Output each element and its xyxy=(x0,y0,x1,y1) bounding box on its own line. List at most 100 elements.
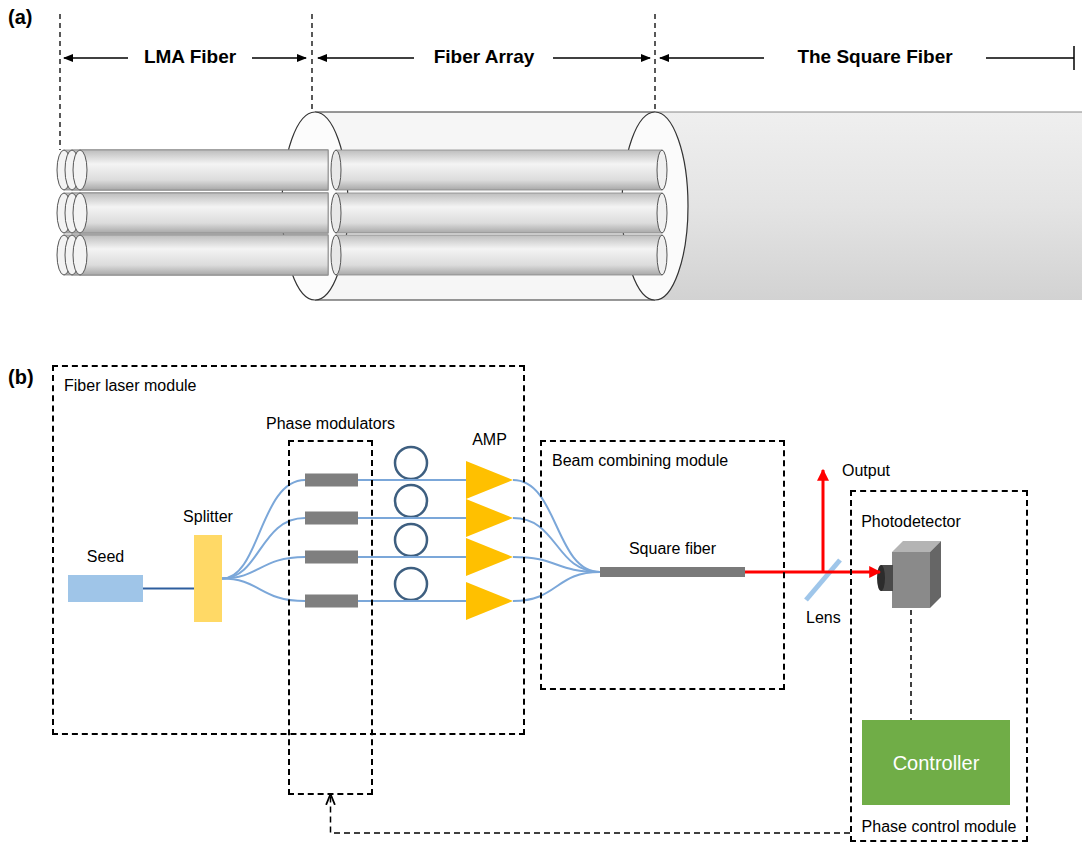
node-label: Beam combining module xyxy=(552,452,728,470)
drawing-polygon xyxy=(466,538,513,576)
module-box: Phase control module PhotodetectorControl… xyxy=(850,490,1028,842)
drawing-circle xyxy=(395,485,427,517)
square-fiber: Square fiber xyxy=(600,567,745,577)
connector-line xyxy=(358,600,466,602)
drawing-line xyxy=(252,57,306,59)
drawing-line xyxy=(986,57,1074,59)
drawing-rect xyxy=(64,235,328,275)
photodetector: Photodetector xyxy=(880,540,942,610)
node-label: Controller xyxy=(893,751,980,774)
connector-line xyxy=(222,579,305,602)
splitter-block: Splitter xyxy=(194,535,222,622)
connector-line xyxy=(358,517,466,519)
drawing-ellipse xyxy=(657,193,667,233)
section-label: LMA Fiber xyxy=(144,46,236,68)
connector-line xyxy=(513,480,600,572)
module-box: Beam combining moduleSquare fiber xyxy=(540,440,785,690)
drawing-rect xyxy=(72,150,328,190)
connector-line xyxy=(358,556,466,558)
node-label: Splitter xyxy=(183,508,233,526)
connector xyxy=(513,480,600,601)
drawing-line xyxy=(318,57,414,59)
connector xyxy=(143,588,194,589)
connector xyxy=(222,480,305,601)
node-label: Phase control module xyxy=(862,818,1017,836)
drawing-line xyxy=(822,470,825,572)
drawing-polygon xyxy=(466,582,513,620)
drawing-rect xyxy=(336,235,662,275)
connector-line xyxy=(143,588,194,590)
connector-line xyxy=(513,557,600,572)
connector-line xyxy=(513,518,600,572)
drawing-rect xyxy=(305,474,358,487)
drawing-rect xyxy=(80,193,328,233)
node-label: Seed xyxy=(87,548,124,566)
section-label: Fiber Array xyxy=(434,46,535,68)
drawing-rect xyxy=(64,150,328,190)
drawing-polygon xyxy=(466,499,513,537)
connector xyxy=(745,572,880,573)
drawing-circle xyxy=(395,447,427,479)
drawing-g xyxy=(57,150,667,275)
connector-line xyxy=(358,479,466,481)
drawing-rect xyxy=(305,551,358,564)
amplifier-group: AMP xyxy=(466,458,513,620)
drawing-ellipse xyxy=(331,150,341,190)
drawing-ellipse xyxy=(657,150,667,190)
drawing-g xyxy=(466,461,513,620)
drawing-ellipse xyxy=(73,150,87,190)
drawing-ellipse xyxy=(657,235,667,275)
drawing-ellipse xyxy=(73,235,87,275)
drawing-rect xyxy=(80,150,328,190)
node-label: Square fiber xyxy=(629,540,716,558)
node-label: Photodetector xyxy=(861,513,961,531)
drawing-rect xyxy=(80,235,328,275)
drawing-line xyxy=(654,14,655,112)
node-label: AMP xyxy=(472,431,507,449)
drawing-g xyxy=(305,474,358,608)
drawing-rect xyxy=(336,193,662,233)
drawing-line xyxy=(660,57,764,59)
connector-line xyxy=(222,480,305,579)
connector-line xyxy=(513,572,600,601)
drawing-ellipse xyxy=(331,193,341,233)
connector xyxy=(331,795,851,833)
drawing-rect xyxy=(305,512,358,525)
modulator-group: Phase modulators xyxy=(288,440,373,795)
drawing-circle xyxy=(395,568,427,600)
connector xyxy=(911,610,912,720)
panel-tag: (a) xyxy=(8,6,32,29)
section-label: The Square Fiber xyxy=(797,46,952,68)
connector-line xyxy=(222,518,305,579)
drawing-ellipse xyxy=(877,565,885,591)
node-label: Phase modulators xyxy=(266,415,395,433)
connector-line xyxy=(745,571,880,574)
drawing-line xyxy=(1073,46,1075,70)
drawing-rect xyxy=(72,193,328,233)
drawing-polygon xyxy=(930,541,941,608)
drawing-line xyxy=(64,57,128,59)
drawing-ellipse xyxy=(73,193,87,233)
connector-line xyxy=(222,557,305,579)
output-label: Output xyxy=(842,462,890,480)
connector-line xyxy=(331,795,851,833)
controller-box: Controller xyxy=(862,720,1010,805)
connector-line xyxy=(910,610,912,720)
drawing-line xyxy=(311,14,312,112)
drawing-circle xyxy=(395,524,427,556)
lens-label: Lens xyxy=(806,609,841,627)
drawing-polygon xyxy=(466,461,513,499)
panel-tag: (b) xyxy=(8,366,34,389)
drawing-line xyxy=(655,112,1082,113)
drawing-line xyxy=(315,299,655,300)
seed-block: Seed xyxy=(68,575,143,602)
drawing-rect xyxy=(336,150,662,190)
drawing-g xyxy=(64,46,1074,70)
drawing-rect xyxy=(72,235,328,275)
node-label: Fiber laser module xyxy=(64,377,197,395)
drawing-g xyxy=(395,447,427,600)
drawing-rect xyxy=(892,552,930,608)
drawing-line xyxy=(553,57,650,59)
drawing-line xyxy=(315,111,655,112)
drawing-ellipse xyxy=(331,235,341,275)
